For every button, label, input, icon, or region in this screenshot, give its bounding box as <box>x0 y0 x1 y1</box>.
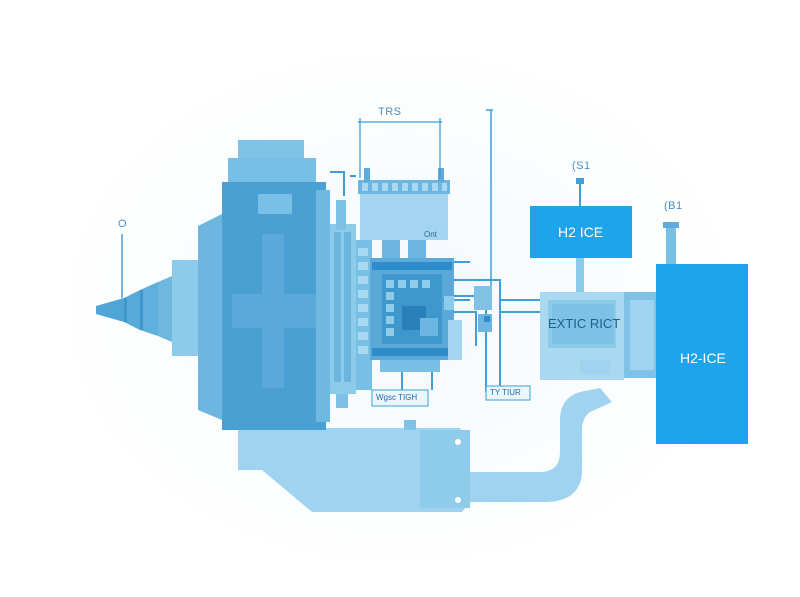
exhaust-box-label: EXTIC RICT <box>548 316 621 331</box>
h2-ice-right-module <box>656 222 748 444</box>
control-core <box>370 258 454 372</box>
trs-label: TRS <box>378 106 402 118</box>
h2-ice-upper-label: H2 ICE <box>558 224 604 240</box>
left-lower-tag-label: Wgsc TIGH <box>376 393 418 402</box>
exhaust-section <box>540 292 658 380</box>
valve-cluster <box>444 286 492 360</box>
top-cooler <box>358 168 450 260</box>
right-lower-tag-label: TY TIUR <box>490 388 521 397</box>
h2-ice-right-label: H2-ICE <box>680 350 726 366</box>
nose-cone <box>96 260 200 356</box>
b1-label: (B1 <box>664 200 683 212</box>
s1-label: (S1 <box>572 160 591 172</box>
trs-dimension <box>358 118 442 178</box>
o-marker-label: O <box>118 218 128 230</box>
engine-block <box>198 140 330 430</box>
base-duct <box>238 388 612 512</box>
heat-exchanger <box>330 200 372 408</box>
h2-ice-upper-module <box>530 178 632 292</box>
cooler-tag-label: Ont <box>424 230 437 239</box>
